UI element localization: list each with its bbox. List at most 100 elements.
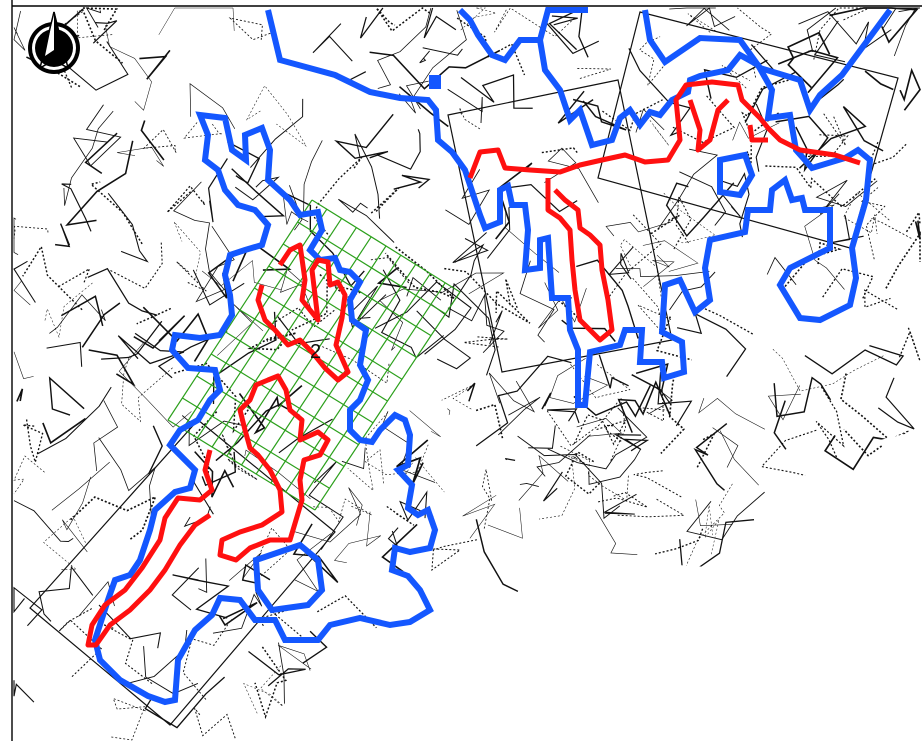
base-map-line <box>482 469 493 529</box>
base-map-line <box>701 306 754 335</box>
grid-line <box>210 353 359 446</box>
base-map-line <box>549 358 609 404</box>
base-map-line <box>176 261 207 292</box>
base-map-line <box>419 50 430 64</box>
base-map-line <box>278 645 312 671</box>
base-map-line <box>48 376 85 416</box>
base-map-line <box>13 586 43 627</box>
grid-label: 2 <box>310 341 321 363</box>
base-map-line <box>773 376 832 418</box>
base-map-line <box>189 83 236 129</box>
base-map-line <box>665 182 735 238</box>
base-map-line <box>13 260 36 303</box>
base-map-line <box>813 7 870 60</box>
base-map-line <box>487 507 523 539</box>
base-map-line <box>110 241 163 290</box>
base-map-line <box>864 70 894 91</box>
base-map-line <box>64 41 129 91</box>
base-map-line <box>364 444 429 484</box>
base-map-line <box>716 188 741 218</box>
base-map-line <box>386 505 415 526</box>
base-map-line <box>695 499 733 526</box>
base-map-line <box>117 332 185 365</box>
base-map-line <box>422 47 463 56</box>
base-map-line <box>228 17 276 41</box>
base-map-line <box>51 461 110 511</box>
base-map-line <box>864 289 898 310</box>
base-map-line <box>49 294 106 334</box>
base-map-line <box>376 267 407 289</box>
base-map-line <box>374 281 472 355</box>
base-map-line <box>543 19 600 55</box>
base-map-line <box>815 386 845 459</box>
base-map-line <box>111 697 147 741</box>
unmapped-area <box>260 430 922 741</box>
blue-boundary-inner-northeast <box>717 151 756 199</box>
base-map-line <box>914 220 921 240</box>
base-map-line <box>588 448 641 485</box>
base-map-line <box>13 217 19 256</box>
base-map-line <box>766 256 797 286</box>
base-map-line <box>409 410 441 438</box>
base-map-line <box>140 120 165 161</box>
base-map-line <box>551 15 578 26</box>
base-map-line <box>136 307 172 325</box>
base-map-line <box>885 231 921 289</box>
base-map-line <box>116 146 164 167</box>
base-map-line <box>608 246 634 280</box>
base-map-line <box>575 68 612 79</box>
base-map-line <box>133 315 186 349</box>
base-map-line <box>398 86 449 128</box>
base-map-line <box>441 272 505 295</box>
base-map-line <box>13 680 35 703</box>
base-map-line <box>475 355 572 447</box>
base-map-line <box>92 20 118 44</box>
base-map-line <box>192 269 245 306</box>
base-map-line <box>292 523 339 583</box>
base-map-line <box>105 25 152 111</box>
base-map-line <box>475 403 504 439</box>
base-map-line <box>142 306 210 362</box>
base-map-line <box>148 425 163 475</box>
base-map-line <box>13 351 34 379</box>
base-map-line <box>143 646 199 695</box>
base-map-line <box>63 110 114 206</box>
base-map-line <box>302 630 328 664</box>
base-map-line <box>459 7 497 32</box>
base-map-line <box>767 385 801 421</box>
base-map-line <box>617 498 686 518</box>
base-map-line <box>312 156 363 238</box>
base-map-line <box>633 470 683 498</box>
base-map-line <box>712 427 739 468</box>
base-map-line <box>429 539 478 572</box>
base-map-line <box>447 408 451 415</box>
base-map-line <box>638 389 669 422</box>
base-map-line <box>447 293 505 354</box>
base-map-line <box>602 493 637 515</box>
base-map-line <box>98 437 156 515</box>
base-map-line <box>65 140 134 227</box>
base-map-line <box>93 400 119 472</box>
base-map-line <box>686 7 736 31</box>
grid-line <box>182 397 330 489</box>
base-map-line <box>158 7 235 35</box>
base-map-line <box>459 107 481 130</box>
map-frame <box>11 0 922 741</box>
base-map-line <box>576 259 639 339</box>
base-map-line <box>44 282 93 339</box>
base-map-line <box>84 132 118 175</box>
base-map-line <box>13 455 45 495</box>
base-map-line <box>89 181 143 245</box>
base-map-line <box>387 527 399 548</box>
base-map-line <box>882 7 920 29</box>
base-map-line <box>254 646 287 720</box>
base-map-line <box>85 7 102 28</box>
base-map-line <box>101 320 163 360</box>
base-map-line <box>899 67 921 111</box>
base-map-line <box>166 184 206 213</box>
base-map-line <box>173 181 211 276</box>
red-route-north <box>467 79 861 343</box>
base-map-line <box>519 260 555 343</box>
base-map-line <box>462 495 497 539</box>
